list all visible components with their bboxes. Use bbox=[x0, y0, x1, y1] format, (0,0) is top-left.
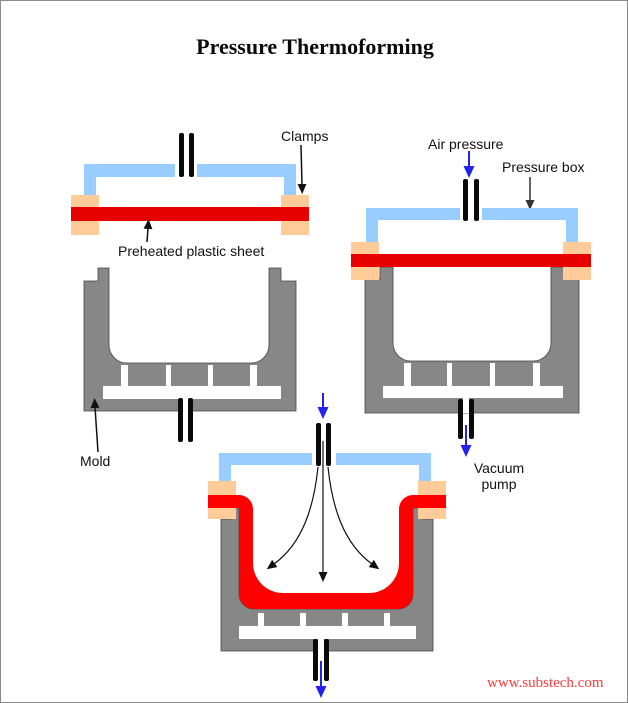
plastic-sheet bbox=[351, 254, 591, 267]
vacuum-pump-label-line1: Vacuum bbox=[473, 460, 525, 476]
vacuum-pump-label: Vacuum pump bbox=[453, 460, 545, 492]
vacuum-channel bbox=[208, 365, 213, 388]
pressure-box-shape bbox=[336, 453, 431, 481]
vacuum-channel bbox=[250, 365, 257, 388]
vacuum-channel bbox=[166, 365, 171, 388]
stage3-formed-sheet bbox=[208, 393, 446, 698]
preheated-sheet-label: Preheated plastic sheet bbox=[118, 243, 265, 259]
air-inlet-pipe bbox=[463, 179, 468, 221]
mold-plenum bbox=[103, 386, 281, 399]
vacuum-pump-label-line2: pump bbox=[481, 476, 517, 492]
preheated-sheet-pointer-arrow bbox=[143, 219, 153, 243]
vacuum-pipe bbox=[188, 398, 193, 442]
mold-label: Mold bbox=[80, 453, 111, 469]
pressure-box-shape bbox=[366, 208, 460, 242]
air-inlet-pipe bbox=[474, 179, 479, 221]
pressure-box-shape bbox=[84, 164, 175, 195]
mold-pointer-arrow bbox=[90, 398, 100, 453]
page-title: Pressure Thermoforming bbox=[196, 34, 434, 59]
formed-plastic-sheet bbox=[208, 495, 446, 609]
pressure-box-shape bbox=[219, 453, 312, 481]
vacuum-pipe bbox=[458, 399, 463, 439]
mold-plenum bbox=[383, 386, 563, 398]
air-inlet-pipe bbox=[189, 133, 194, 177]
clamps-label: Clamps bbox=[281, 128, 329, 144]
pipe-hole bbox=[318, 638, 324, 652]
air-inlet-pipe bbox=[179, 133, 184, 177]
vacuum-pipe bbox=[324, 639, 329, 681]
vacuum-channel bbox=[533, 363, 540, 387]
pipe-hole bbox=[463, 398, 469, 413]
plastic-sheet bbox=[71, 207, 309, 221]
pressure-box-shape bbox=[197, 164, 296, 195]
mold-shape bbox=[83, 267, 297, 412]
air-pressure-label: Air pressure bbox=[428, 136, 504, 152]
vacuum-channel bbox=[404, 363, 411, 387]
vacuum-pipe bbox=[469, 399, 474, 439]
vacuum-channel bbox=[121, 365, 128, 388]
vacuum-channel bbox=[490, 363, 495, 387]
pressure-box-shape bbox=[482, 208, 578, 242]
vacuum-channel bbox=[258, 613, 264, 628]
flow-arrow-right bbox=[327, 466, 380, 570]
stage1-clamped-sheet bbox=[71, 133, 309, 453]
pressure-box-label: Pressure box bbox=[502, 159, 585, 175]
air-inlet-pipe bbox=[326, 423, 331, 466]
vacuum-channel bbox=[342, 613, 348, 628]
air-inlet-pipe bbox=[316, 423, 321, 466]
watermark-link[interactable]: www.substech.com bbox=[487, 675, 604, 691]
clamps-pointer-arrow bbox=[297, 144, 307, 194]
mold-plenum bbox=[239, 626, 416, 639]
vacuum-pipe bbox=[313, 639, 318, 681]
flow-arrow-left bbox=[266, 466, 319, 570]
vacuum-channel bbox=[300, 613, 306, 628]
vacuum-channel bbox=[447, 363, 452, 387]
vacuum-pipe bbox=[178, 398, 183, 442]
vacuum-channel bbox=[384, 613, 390, 628]
stage2-box-on-mold bbox=[351, 151, 591, 457]
pipe-hole bbox=[183, 397, 188, 412]
air-flow-arrows bbox=[266, 441, 380, 582]
